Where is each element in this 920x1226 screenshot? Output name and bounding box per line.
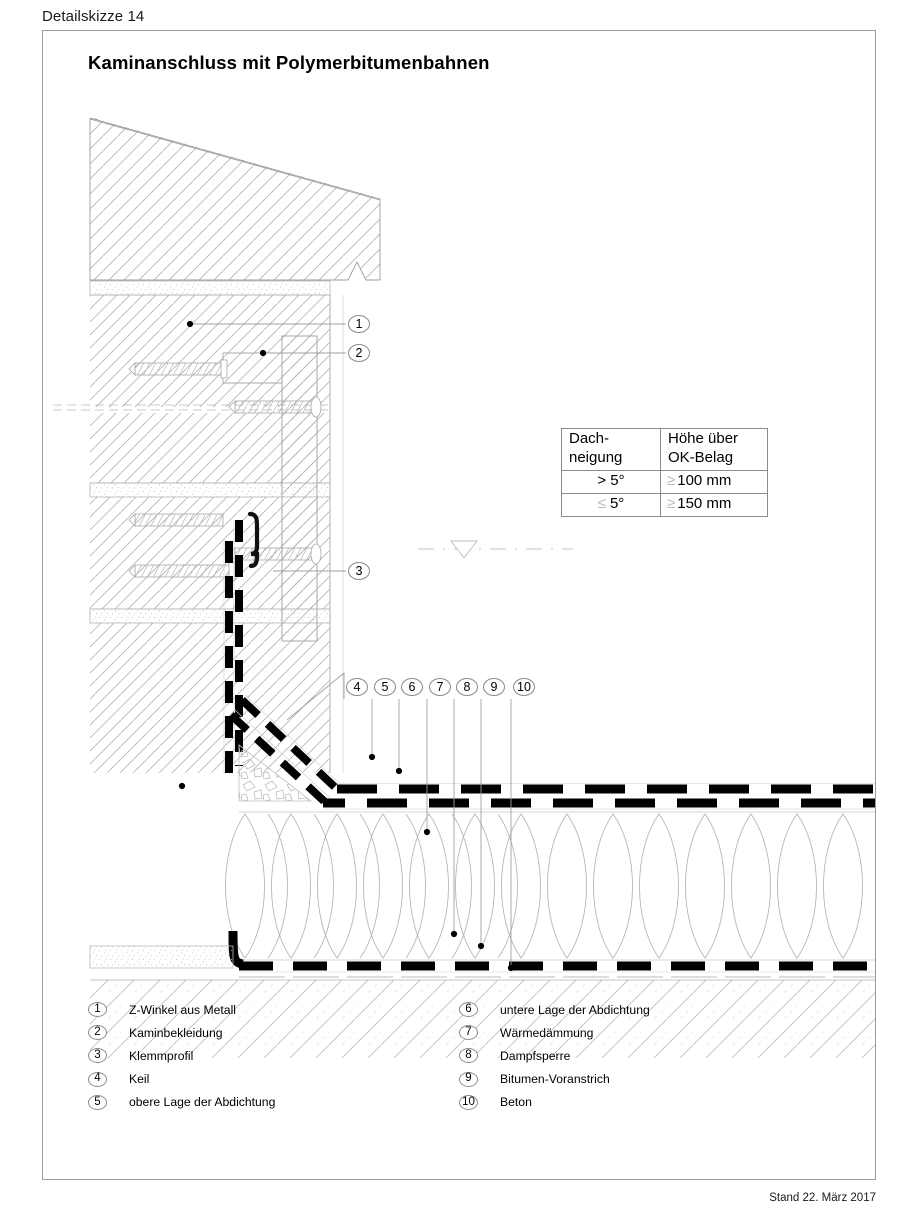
- legend-bubble: 6: [459, 1002, 478, 1018]
- table-cell-height-value: 150 mm: [677, 494, 732, 512]
- callout-bubble: 1: [348, 315, 370, 333]
- waterproofing-upper-horizontal: [337, 783, 875, 794]
- legend-label: Bitumen-Voranstrich: [500, 1072, 610, 1087]
- table-header-slope: Dach- neigung: [561, 428, 661, 471]
- table-header-row: Dach- neigung Höhe über OK-Belag: [561, 428, 768, 471]
- wedge: [238, 744, 313, 802]
- greater-equal-icon: ≥: [667, 494, 676, 512]
- callout-bubble: 2: [348, 344, 370, 362]
- legend-label: Z-Winkel aus Metall: [129, 1002, 237, 1017]
- table-row: > 5° ≥100 mm: [561, 469, 768, 494]
- callout-bubble: 7: [429, 678, 451, 696]
- legend-row: 6 untere Lage der Abdichtung: [459, 998, 839, 1021]
- legend-label: Keil: [129, 1072, 150, 1087]
- table-cell-height: ≥150 mm: [660, 492, 768, 517]
- legend-row: 1 Z-Winkel aus Metall: [88, 998, 458, 1021]
- legend-row: 2 Kaminbekleidung: [88, 1021, 458, 1044]
- legend-column-left: 1 Z-Winkel aus Metall 2 Kaminbekleidung 3 Kle…: [88, 998, 458, 1114]
- page-title: Kaminanschluss mit Polymerbitumenbahnen: [88, 52, 490, 73]
- callout-bubble: 9: [483, 678, 505, 696]
- table-header-slope-line2: neigung: [569, 448, 623, 466]
- callout-bubble: 6: [401, 678, 423, 696]
- table-cell-slope: > 5°: [561, 469, 661, 494]
- screw-2: [228, 396, 322, 418]
- legend-label: Kaminbekleidung: [129, 1025, 223, 1040]
- table-row: ≤5° ≥150 mm: [561, 492, 768, 517]
- legend-label: Beton: [500, 1095, 532, 1110]
- legend-row: 7 Wärmedämmung: [459, 1021, 839, 1044]
- callout-bubble: 5: [374, 678, 396, 696]
- vapour-barrier: [228, 930, 875, 973]
- callout-dots: [178, 320, 515, 972]
- legend-row: 4 Keil: [88, 1068, 458, 1091]
- screw-3: [128, 513, 224, 527]
- clamping-profile: [247, 511, 260, 569]
- technical-drawing: [43, 31, 875, 1179]
- legend-bubble: 10: [459, 1094, 478, 1110]
- legend-bubble: 5: [88, 1094, 107, 1110]
- chimney-shaft: [53, 294, 344, 773]
- chimney-head-joint: [89, 280, 331, 296]
- legend-bubble: 2: [88, 1025, 107, 1041]
- legend-label: obere Lage der Abdichtung: [129, 1095, 276, 1110]
- callout-bubble: 10: [513, 678, 535, 696]
- table-cell-slope-value: 5°: [609, 494, 625, 512]
- legend-label: Klemmprofil: [129, 1048, 194, 1063]
- screw-1: [128, 359, 228, 379]
- screw-5: [128, 561, 236, 581]
- water-level-symbol: [418, 540, 573, 559]
- slope-height-table: Dach- neigung Höhe über OK-Belag > 5° ≥1…: [561, 428, 768, 517]
- legend-row: 8 Dampfsperre: [459, 1044, 839, 1067]
- table-cell-height-value: 100 mm: [677, 471, 732, 489]
- footer-date: Stand 22. März 2017: [769, 1192, 876, 1204]
- chimney-cladding: [281, 335, 318, 642]
- legend-bubble: 4: [88, 1071, 107, 1087]
- waterproofing-vertical: [223, 520, 243, 773]
- table-cell-slope: ≤5°: [561, 492, 661, 517]
- callout-leaders: [190, 323, 512, 968]
- legend-bubble: 1: [88, 1002, 107, 1018]
- legend-label: untere Lage der Abdichtung: [500, 1002, 650, 1017]
- table-header-height-line2: OK-Belag: [668, 448, 734, 466]
- legend-row: 10 Beton: [459, 1091, 839, 1114]
- legend-bubble: 8: [459, 1048, 478, 1064]
- waterproofing-lower-horizontal: [323, 798, 875, 810]
- screed-strip: [89, 945, 234, 969]
- legend-row: 5 obere Lage der Abdichtung: [88, 1091, 458, 1114]
- insulation-layer: [225, 811, 875, 961]
- legend-column-right: 6 untere Lage der Abdichtung 7 Wärmedämmung…: [459, 998, 839, 1114]
- legend-label: Wärmedämmung: [500, 1025, 594, 1040]
- fastener-screws: [128, 359, 322, 581]
- greater-equal-icon: ≥: [667, 471, 676, 489]
- table-header-height: Höhe über OK-Belag: [660, 428, 768, 471]
- table-header-slope-line1: Dach-: [569, 430, 610, 447]
- table-cell-height: ≥100 mm: [660, 469, 768, 494]
- legend-row: 3 Klemmprofil: [88, 1044, 458, 1067]
- legend-row: 9 Bitumen-Voranstrich: [459, 1068, 839, 1091]
- legend-bubble: 7: [459, 1025, 478, 1041]
- concrete-slab: [90, 979, 875, 1058]
- callout-bubble: 4: [346, 678, 368, 696]
- callout-bubble: 3: [348, 562, 370, 580]
- less-equal-icon: ≤: [597, 494, 606, 512]
- insulation-hatch: [225, 813, 863, 959]
- waterproofing-sloped: [228, 694, 344, 805]
- table-header-height-line1: Höhe über: [668, 430, 739, 447]
- legend-bubble: 9: [459, 1071, 478, 1087]
- legend-label: Dampfsperre: [500, 1048, 571, 1063]
- callout-bubble: 8: [456, 678, 478, 696]
- legend-bubble: 3: [88, 1048, 107, 1064]
- sheet-label: Detailskizze 14: [42, 8, 145, 25]
- chimney-head-outline: [43, 111, 393, 291]
